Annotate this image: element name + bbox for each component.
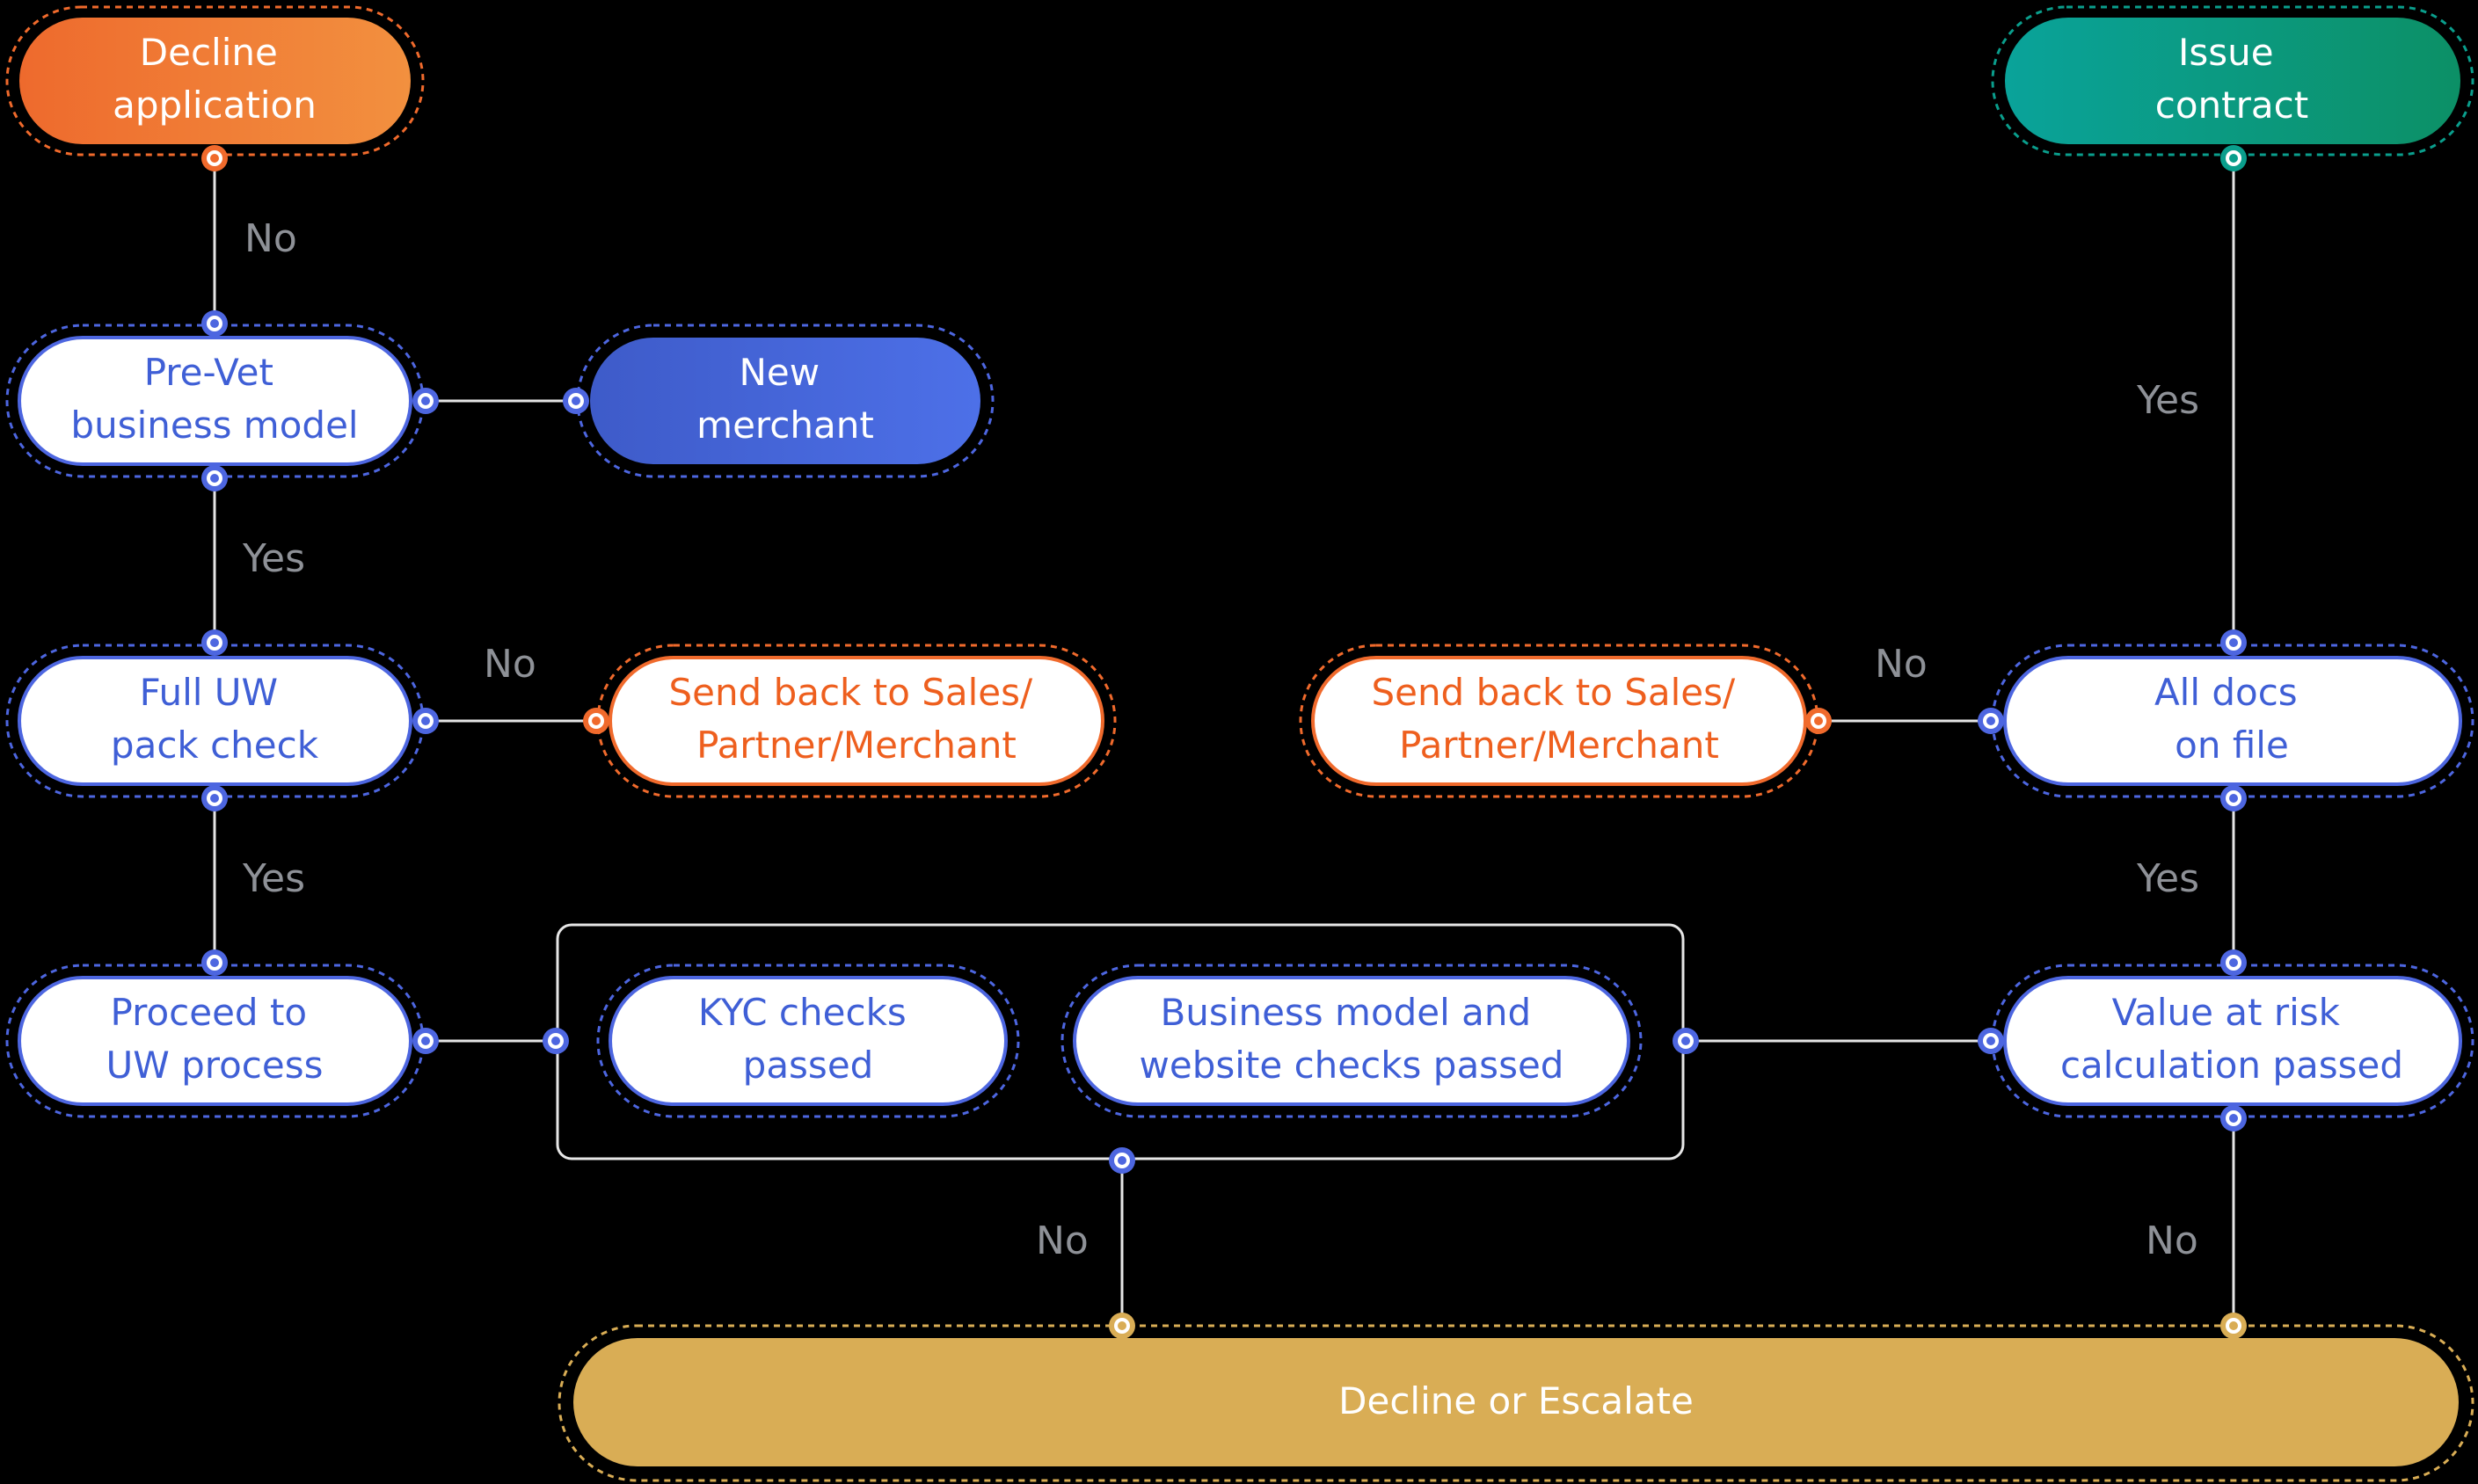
node-new-merchant-line2: merchant bbox=[696, 404, 874, 447]
port-new-merchant-left bbox=[563, 388, 589, 414]
svg-text:Proceed to UW process: Proceed to UW process bbox=[106, 991, 323, 1087]
port-var-bottom bbox=[2220, 1105, 2247, 1131]
port-fulluw-top bbox=[201, 629, 228, 656]
port-issue-bottom bbox=[2220, 145, 2247, 171]
svg-text:Send back to Sales/ Part: Send back to Sales/ Partner/Merchant bbox=[1371, 671, 1746, 767]
ports bbox=[201, 145, 2247, 1339]
node-new-merchant-line1: New bbox=[740, 351, 820, 394]
connectors bbox=[213, 158, 2235, 1326]
node-bm-website-line2: website checks passed bbox=[1140, 1044, 1564, 1087]
node-proceed-line1: Proceed to bbox=[111, 991, 308, 1034]
node-prevet-line2: business model bbox=[70, 404, 358, 447]
node-new-merchant[interactable]: New merchant bbox=[576, 324, 995, 478]
node-business-model-website[interactable]: Business model and website checks passed bbox=[1060, 964, 1643, 1118]
node-kyc-checks[interactable]: KYC checks passed bbox=[596, 964, 1020, 1118]
port-alldocs-bottom bbox=[2220, 785, 2247, 811]
node-var-line2: calculation passed bbox=[2060, 1044, 2403, 1087]
port-proceed-right bbox=[412, 1028, 439, 1054]
edge-label-alldocs-yes: Yes bbox=[2136, 856, 2199, 901]
svg-text:Pre-Vet business model: Pre-Vet business model bbox=[70, 351, 358, 447]
port-escalate-top-right bbox=[2220, 1313, 2247, 1339]
port-sendback-right-right bbox=[1805, 708, 1832, 734]
svg-text:Full UW pack check: Full UW pack check bbox=[111, 671, 319, 767]
node-full-uw-line2: pack check bbox=[111, 724, 319, 767]
node-issue-contract[interactable]: Issue contract bbox=[1991, 5, 2474, 156]
edge-labels: No Yes No Yes Yes No Yes No No bbox=[242, 216, 2199, 1263]
node-decline-application-line1: Decline bbox=[140, 31, 278, 74]
node-var-line1: Value at risk bbox=[2112, 991, 2341, 1034]
node-send-back-right-line2: Partner/Merchant bbox=[1399, 724, 1719, 767]
edge-label-var-no: No bbox=[2146, 1218, 2198, 1263]
port-checks-bottom bbox=[1109, 1147, 1135, 1174]
node-bm-website-line1: Business model and bbox=[1160, 991, 1531, 1034]
edge-label-fulluw-yes: Yes bbox=[242, 856, 305, 901]
edge-label-var-yes: Yes bbox=[2136, 378, 2199, 423]
port-fulluw-bottom bbox=[201, 785, 228, 811]
port-escalate-top-left bbox=[1109, 1313, 1135, 1339]
node-send-back-left-line1: Send back to Sales/ bbox=[668, 671, 1033, 714]
port-checks-left bbox=[543, 1028, 569, 1054]
port-checks-right bbox=[1673, 1028, 1699, 1054]
node-proceed-line2: UW process bbox=[106, 1044, 323, 1087]
svg-text:Issue contract: Issue contract bbox=[2155, 31, 2308, 127]
node-send-back-right[interactable]: Send back to Sales/ Partner/Merchant bbox=[1299, 644, 1819, 798]
node-prevet-business-model[interactable]: Pre-Vet business model bbox=[5, 324, 425, 478]
node-all-docs-on-file[interactable]: All docs on file bbox=[1991, 644, 2474, 798]
edge-label-fulluw-no: No bbox=[484, 642, 536, 687]
node-send-back-right-line1: Send back to Sales/ bbox=[1371, 671, 1736, 714]
port-sendback-left-left bbox=[583, 708, 609, 734]
node-kyc-line1: KYC checks bbox=[698, 991, 907, 1034]
port-prevet-right bbox=[412, 388, 439, 414]
node-value-at-risk[interactable]: Value at risk calculation passed bbox=[1991, 964, 2474, 1118]
node-send-back-left-line2: Partner/Merchant bbox=[696, 724, 1017, 767]
port-prevet-top bbox=[201, 310, 228, 337]
node-full-uw-line1: Full UW bbox=[140, 671, 278, 714]
node-decline-application-line2: application bbox=[113, 84, 317, 127]
svg-text:New merchant: New merchant bbox=[696, 351, 874, 447]
port-decline-bottom bbox=[201, 145, 228, 171]
node-issue-contract-line2: contract bbox=[2155, 84, 2308, 127]
node-all-docs-line2: on file bbox=[2175, 724, 2289, 767]
port-proceed-top bbox=[201, 949, 228, 976]
node-decline-escalate-label: Decline or Escalate bbox=[1338, 1379, 1694, 1422]
node-all-docs-line1: All docs bbox=[2154, 671, 2298, 714]
node-issue-contract-line1: Issue bbox=[2178, 31, 2274, 74]
node-decline-or-escalate[interactable]: Decline or Escalate bbox=[558, 1324, 2474, 1482]
edge-label-prevet-yes: Yes bbox=[242, 536, 305, 581]
node-decline-application[interactable]: Decline application bbox=[5, 5, 425, 156]
svg-text:All docs on file: All docs on file bbox=[2154, 671, 2309, 767]
port-var-top bbox=[2220, 949, 2247, 976]
svg-text:Business model and websi: Business model and website checks passed bbox=[1140, 991, 1564, 1087]
port-alldocs-left bbox=[1978, 708, 2004, 734]
node-full-uw-pack-check[interactable]: Full UW pack check bbox=[5, 644, 425, 798]
svg-text:KYC checks passed: KYC checks passed bbox=[698, 991, 918, 1087]
port-var-left bbox=[1978, 1028, 2004, 1054]
edge-label-prevet-no: No bbox=[244, 216, 297, 261]
svg-text:Decline application: Decline application bbox=[113, 31, 317, 127]
svg-text:Value at risk calculatio: Value at risk calculation passed bbox=[2060, 991, 2403, 1087]
node-kyc-line2: passed bbox=[743, 1044, 874, 1087]
node-send-back-left[interactable]: Send back to Sales/ Partner/Merchant bbox=[596, 644, 1117, 798]
node-proceed-to-uw[interactable]: Proceed to UW process bbox=[5, 964, 425, 1118]
edge-label-checks-no: No bbox=[1036, 1218, 1089, 1263]
svg-text:Send back to Sales/ Part: Send back to Sales/ Partner/Merchant bbox=[668, 671, 1044, 767]
edge-label-alldocs-no: No bbox=[1875, 642, 1928, 687]
port-prevet-bottom bbox=[201, 465, 228, 491]
port-fulluw-right bbox=[412, 708, 439, 734]
port-alldocs-top bbox=[2220, 629, 2247, 656]
node-prevet-line1: Pre-Vet bbox=[144, 351, 273, 394]
